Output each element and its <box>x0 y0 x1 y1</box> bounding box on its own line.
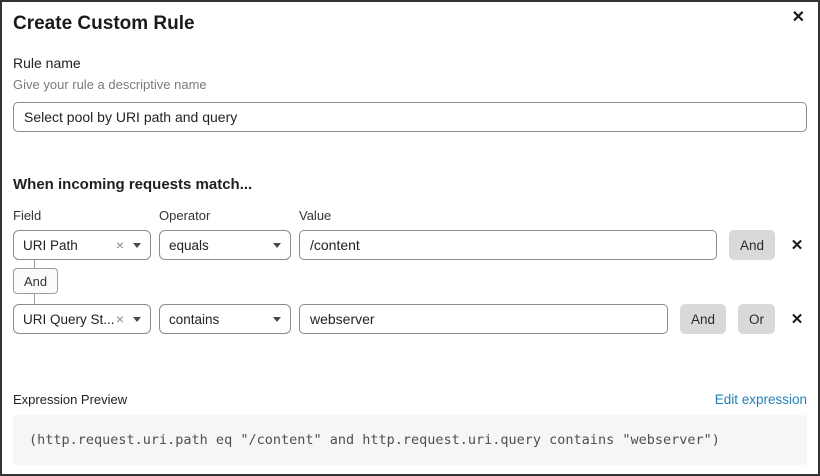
clear-selection-icon[interactable]: × <box>115 237 124 253</box>
or-button-row2[interactable]: Or <box>738 304 775 334</box>
and-button-row1[interactable]: And <box>728 230 775 260</box>
chevron-down-icon <box>273 316 281 322</box>
operator-column-label: Operator <box>159 208 211 223</box>
field-select-row2[interactable]: URI Query St... × <box>13 304 151 334</box>
connector-line-bottom <box>34 294 35 304</box>
and-button-row2[interactable]: And <box>679 304 726 334</box>
chevron-down-icon <box>273 242 281 248</box>
value-column-label: Value <box>299 208 332 223</box>
delete-row2-icon[interactable]: ✕ <box>790 311 804 328</box>
connector-and-badge: And <box>13 268 59 294</box>
expression-code-block: (http.request.uri.path eq "/content" and… <box>13 415 807 465</box>
operator-select-row2-value: contains <box>169 311 220 327</box>
operator-select-row1[interactable]: equals <box>159 230 291 260</box>
close-icon[interactable]: ✕ <box>791 9 805 26</box>
rule-name-label: Rule name <box>13 55 81 71</box>
delete-row1-icon[interactable]: ✕ <box>790 237 804 254</box>
value-input-row1[interactable] <box>299 230 717 260</box>
condition-row-2: URI Query St... × contains And Or ✕ <box>13 304 807 334</box>
chevron-down-icon <box>133 242 141 248</box>
field-select-row1[interactable]: URI Path × <box>13 230 151 260</box>
rule-name-input[interactable] <box>13 102 807 132</box>
field-select-row1-value: URI Path <box>23 237 78 253</box>
operator-select-row1-value: equals <box>169 237 209 253</box>
expression-preview-header: Expression Preview Edit expression <box>13 391 807 408</box>
match-section-heading: When incoming requests match... <box>13 176 253 193</box>
condition-row-1: URI Path × equals And ✕ <box>13 230 807 260</box>
field-column-label: Field <box>13 208 42 223</box>
connector-line-top <box>34 260 35 268</box>
rule-name-description: Give your rule a descriptive name <box>13 77 207 92</box>
field-select-row2-value: URI Query St... <box>23 311 115 327</box>
expression-preview-label: Expression Preview <box>13 392 128 407</box>
value-input-row2[interactable] <box>299 304 668 334</box>
expression-code-text: (http.request.uri.path eq "/content" and… <box>29 432 720 448</box>
edit-expression-link[interactable]: Edit expression <box>714 392 807 407</box>
column-headers: Field Operator Value <box>13 208 807 224</box>
dialog-title: Create Custom Rule <box>13 13 195 34</box>
chevron-down-icon <box>133 316 141 322</box>
and-connector: And <box>13 260 807 304</box>
operator-select-row2[interactable]: contains <box>159 304 291 334</box>
clear-selection-icon[interactable]: × <box>115 311 124 327</box>
